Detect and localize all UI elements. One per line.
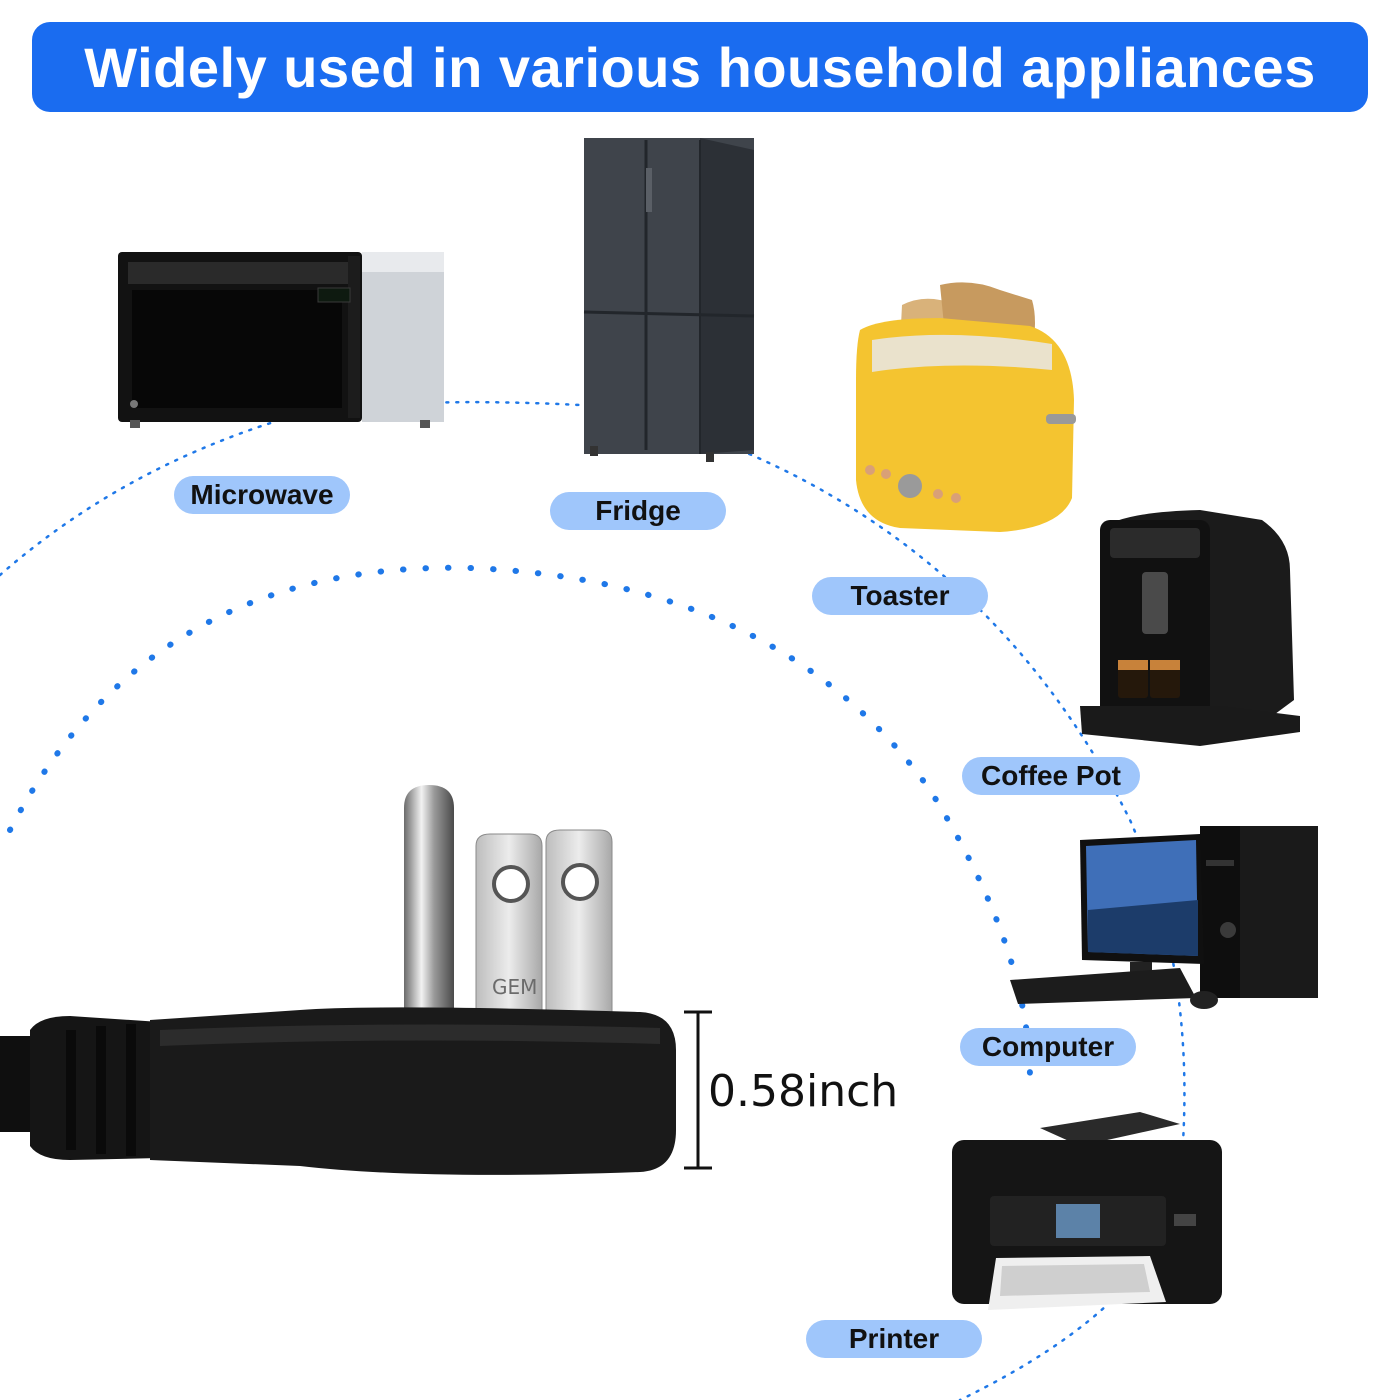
label-printer: Printer (806, 1320, 982, 1358)
label-fridge: Fridge (550, 492, 726, 530)
plug-height-label: 0.58inch (708, 1066, 899, 1117)
header-banner: Widely used in various household applian… (32, 22, 1368, 112)
label-coffee-pot: Coffee Pot (962, 757, 1140, 795)
label-toaster: Toaster (812, 577, 988, 615)
inner-dotted-arc (7, 564, 1033, 1083)
label-microwave: Microwave (174, 476, 350, 514)
banner-title: Widely used in various household applian… (84, 35, 1316, 99)
label-computer: Computer (960, 1028, 1136, 1066)
outer-dotted-arc (0, 400, 1186, 1400)
